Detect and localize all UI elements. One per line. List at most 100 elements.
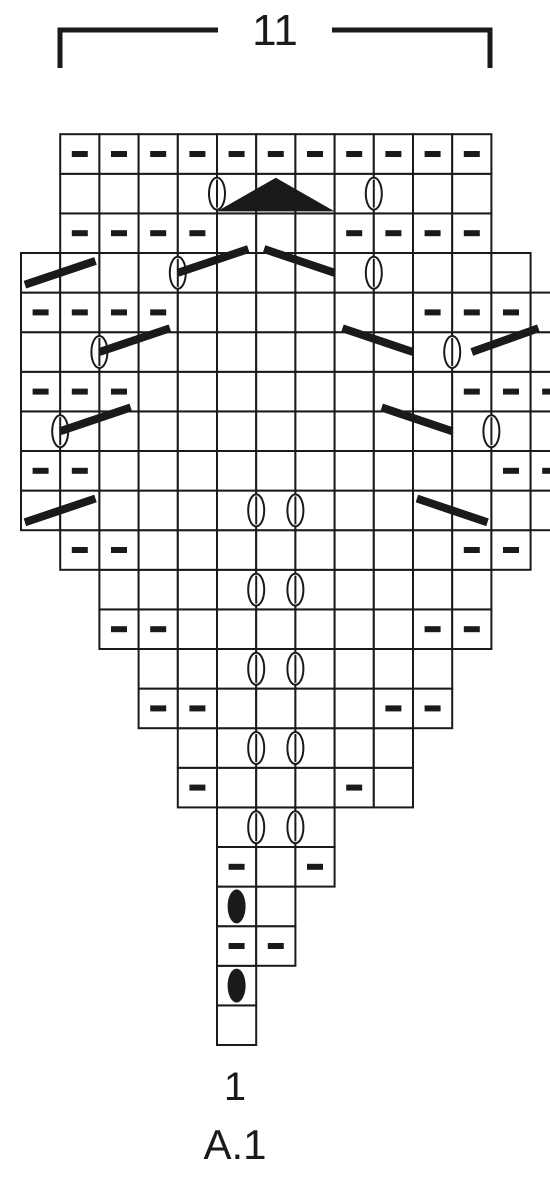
purl-symbol (228, 943, 245, 949)
purl-symbol (150, 626, 167, 633)
purl-symbol (32, 388, 49, 395)
purl-symbol (189, 230, 206, 237)
stitch-cell (20, 291, 62, 334)
stitch-cell (137, 529, 179, 571)
stitch-cell (98, 172, 140, 215)
purl-symbol (346, 784, 363, 791)
purl-symbol (71, 467, 88, 474)
stitch-cell (372, 608, 414, 651)
purl-symbol (189, 784, 206, 791)
stitch-cell (294, 766, 336, 809)
stitch-cell (412, 172, 454, 215)
decrease-symbol (23, 257, 97, 289)
stitch-cell (176, 450, 219, 492)
stitch-cell (216, 687, 258, 730)
stitch-cell (176, 410, 219, 452)
stitch-cell (333, 450, 375, 492)
stitch-cell (490, 489, 532, 532)
purl-symbol (71, 309, 88, 316)
purl-symbol (150, 309, 167, 316)
purl-symbol (32, 467, 49, 474)
stitch-cell (529, 410, 550, 452)
stitch-cell (98, 489, 140, 532)
stitch-cell (333, 727, 375, 769)
stitch-cell (372, 727, 414, 769)
filled-oval-symbol (227, 889, 246, 924)
stitch-cell (255, 410, 297, 452)
stitch-cell (294, 687, 336, 730)
decrease-symbol (341, 324, 415, 356)
purl-symbol (111, 388, 127, 395)
purl-symbol (71, 388, 88, 395)
stitch-cell (98, 450, 140, 492)
purl-symbol (463, 230, 480, 237)
stitch-cell (529, 291, 550, 334)
stitch-cell (216, 608, 258, 651)
purl-symbol (503, 309, 519, 316)
stitch-cell (529, 331, 550, 373)
stitch-cell (255, 766, 297, 809)
stitch-cell (333, 648, 375, 690)
purl-symbol (346, 151, 363, 157)
stitch-cell (216, 1004, 258, 1047)
purl-symbol (111, 151, 127, 157)
stitch-cell (412, 450, 454, 492)
stitch-cell (255, 370, 297, 413)
purl-symbol (228, 151, 245, 157)
stitch-cell (529, 450, 550, 492)
stitch-cell (412, 568, 454, 611)
decrease-symbol (23, 494, 97, 527)
stitch-cell (451, 172, 493, 215)
decrease-symbol (470, 324, 540, 356)
purl-symbol (346, 230, 363, 237)
chart-symbols (23, 151, 550, 1003)
stitch-cell (490, 529, 532, 571)
stitch-cell (490, 252, 532, 294)
stitch-cell (333, 529, 375, 571)
purl-symbol (32, 309, 49, 316)
purl-symbol (503, 388, 519, 395)
stitch-cell (451, 568, 493, 611)
stitch-cell (216, 331, 258, 373)
purl-symbol (111, 230, 127, 237)
stitch-cell (372, 568, 414, 611)
stitch-cell (372, 291, 414, 334)
purl-symbol (71, 151, 88, 157)
purl-symbol (71, 547, 88, 553)
stitch-cell (294, 450, 336, 492)
stitch-cell (333, 608, 375, 651)
stitch-cell (255, 331, 297, 373)
stitch-cell (333, 687, 375, 730)
stitch-cell (333, 370, 375, 413)
purl-symbol (424, 151, 441, 157)
purl-symbol (189, 705, 206, 712)
start-stitch-label: 1 (223, 1065, 247, 1109)
purl-symbol (385, 230, 402, 237)
stitch-cell (137, 489, 179, 532)
purl-symbol (150, 151, 167, 157)
stitch-cell (412, 529, 454, 571)
stitch-cell (137, 410, 179, 452)
chart-name: A.1 (203, 1121, 267, 1168)
purl-symbol (424, 705, 441, 712)
purl-symbol (542, 388, 550, 395)
stitch-cell (98, 252, 140, 294)
purl-symbol (385, 151, 402, 157)
stitch-cell (98, 410, 140, 452)
stitch-cell (255, 529, 297, 571)
stitch-cell (137, 370, 179, 413)
stitch-cell (176, 648, 219, 690)
stitch-cell (412, 133, 454, 175)
stitch-cell (255, 687, 297, 730)
stitch-cell (372, 529, 414, 571)
stitch-cell (333, 568, 375, 611)
purl-symbol (424, 230, 441, 237)
stitch-cell (59, 450, 101, 492)
stitch-cell (176, 727, 219, 769)
purl-symbol (111, 309, 127, 316)
stitch-cell (176, 370, 219, 413)
decrease-symbol (415, 494, 489, 527)
stitch-cell (255, 608, 297, 651)
stitch-cell (372, 370, 414, 413)
stitch-cell (255, 291, 297, 334)
